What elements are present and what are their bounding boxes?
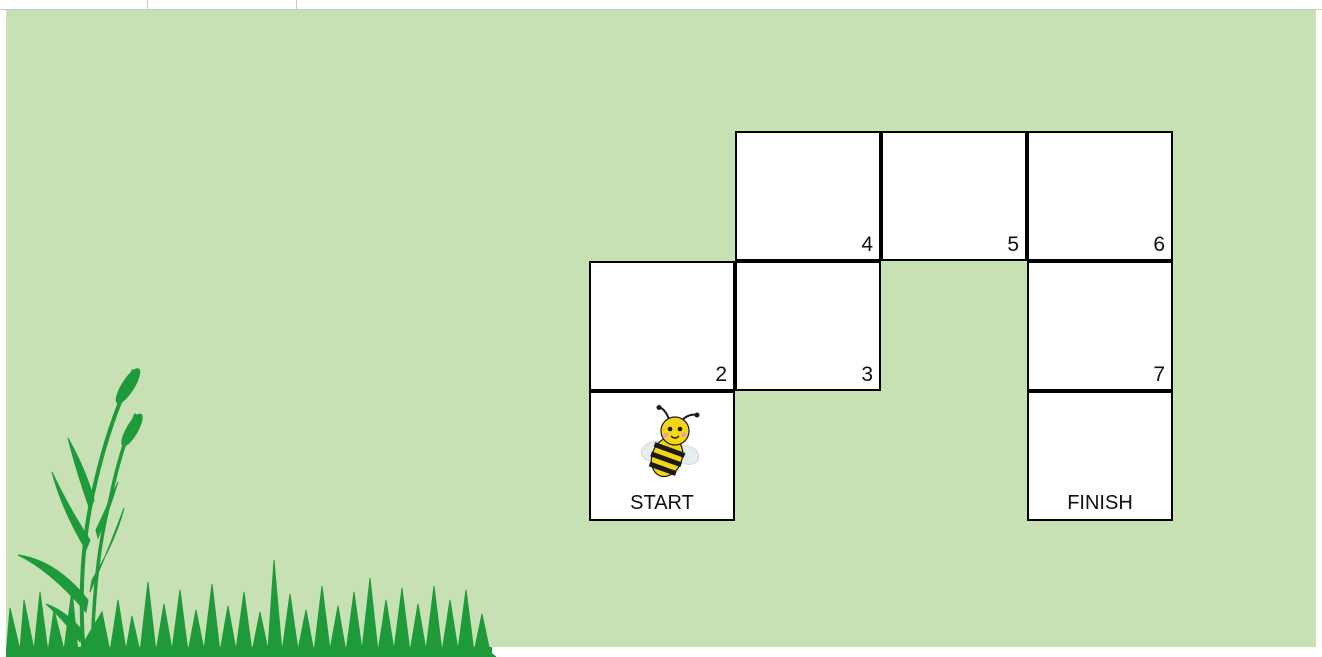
game-board: 4 5 6 2 3 7 — [6, 10, 1316, 647]
cell-number: 2 — [715, 364, 727, 385]
cell-number: 6 — [1153, 234, 1165, 255]
cell-4[interactable]: 4 — [735, 131, 881, 261]
cell-number: 3 — [861, 364, 873, 385]
cell-6[interactable]: 6 — [1027, 131, 1173, 261]
finish-label: FINISH — [1029, 493, 1171, 513]
cell-7[interactable]: 7 — [1027, 261, 1173, 391]
start-cell[interactable]: START — [589, 391, 735, 521]
cell-number: 5 — [1007, 234, 1019, 255]
cell-2[interactable]: 2 — [589, 261, 735, 391]
grass-icon — [6, 360, 496, 657]
start-label: START — [591, 493, 733, 513]
finish-cell[interactable]: FINISH — [1027, 391, 1173, 521]
cell-number: 4 — [861, 234, 873, 255]
cell-number: 7 — [1153, 364, 1165, 385]
cell-3[interactable]: 3 — [735, 261, 881, 391]
toolbar-cell — [0, 0, 148, 9]
bee-icon[interactable] — [635, 405, 709, 483]
cell-5[interactable]: 5 — [881, 131, 1027, 261]
toolbar-cell — [148, 0, 297, 9]
toolbar-strip — [0, 0, 1322, 10]
